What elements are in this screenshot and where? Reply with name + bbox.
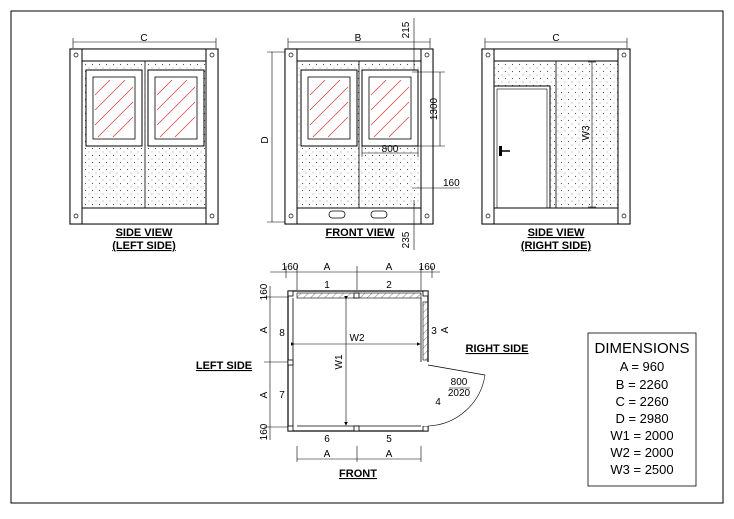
side-left-dim-top: C — [140, 33, 147, 44]
side-right-dim-w3: W3 — [581, 125, 592, 140]
front-dim-height: D — [260, 136, 271, 143]
side-right-subtitle: (RIGHT SIDE) — [521, 240, 592, 252]
dimensions-row-c: C = 2260 — [615, 394, 668, 409]
panel-7: 7 — [279, 390, 285, 401]
plan-top-dim-4: 160 — [419, 262, 436, 273]
sheet-border — [10, 10, 724, 504]
dimensions-row-w2: W2 = 2000 — [610, 445, 673, 460]
panel-6: 6 — [324, 434, 330, 445]
side-right-dim-top: C — [552, 33, 559, 44]
plan-title-front: FRONT — [339, 468, 377, 480]
panel-1: 1 — [324, 280, 330, 291]
dimensions-legend: DIMENSIONS A = 960 B = 2260 C = 2260 D =… — [587, 332, 697, 487]
front-dim-160: 160 — [443, 178, 460, 189]
plan-w2: W2 — [350, 333, 365, 344]
plan-bottom-dim-1: A — [324, 449, 331, 460]
plan-bottom-dim-2: A — [386, 449, 393, 460]
front-title: FRONT VIEW — [325, 227, 395, 239]
plan-left-dim-2: A — [259, 326, 270, 333]
panel-5: 5 — [386, 434, 392, 445]
panel-2: 2 — [386, 280, 392, 291]
dimensions-row-w1: W1 = 2000 — [610, 428, 673, 443]
side-view-right: C W3 SIDE VIEW (RIGHT SIDE) — [481, 33, 631, 252]
front-dim-1300: 1300 — [429, 97, 440, 120]
dimensions-row-d: D = 2980 — [615, 411, 668, 426]
dimensions-row-w3: W3 = 2500 — [610, 462, 673, 477]
front-view: B D 215 1300 — [260, 18, 460, 250]
front-dim-top: B — [355, 33, 362, 44]
side-right-title: SIDE VIEW — [528, 227, 585, 239]
dimensions-row-a: A = 960 — [620, 359, 664, 374]
door-size-bottom: 2020 — [448, 388, 471, 399]
plan-left-dim-1: 160 — [259, 283, 270, 300]
dimensions-row-b: B = 2260 — [616, 377, 668, 392]
plan-left-dim-4: 160 — [259, 423, 270, 440]
front-dim-235: 235 — [401, 231, 412, 248]
plan-top-dim-2: A — [324, 262, 331, 273]
side-left-subtitle: (LEFT SIDE) — [112, 240, 176, 252]
plan-w1: W1 — [334, 354, 345, 369]
plan-right-dim: A — [440, 326, 451, 333]
plan-label-left: LEFT SIDE — [196, 360, 252, 372]
floor-plan: 160 A A 160 160 A A 160 800 — [196, 262, 529, 480]
plan-label-right: RIGHT SIDE — [466, 343, 529, 355]
panel-8: 8 — [279, 328, 285, 339]
front-dim-800: 800 — [382, 144, 399, 155]
panel-3: 3 — [431, 326, 437, 337]
side-left-title: SIDE VIEW — [116, 227, 173, 239]
plan-top-dim-1: 160 — [282, 262, 299, 273]
door-size-top: 800 — [451, 377, 468, 388]
plan-left-dim-3: A — [259, 391, 270, 398]
dimensions-heading: DIMENSIONS — [594, 340, 689, 357]
side-view-left: C SIDE VIEW (LEFT SIDE) — [69, 33, 219, 252]
panel-4: 4 — [435, 397, 441, 408]
front-dim-215: 215 — [401, 21, 412, 38]
plan-top-dim-3: A — [386, 262, 393, 273]
